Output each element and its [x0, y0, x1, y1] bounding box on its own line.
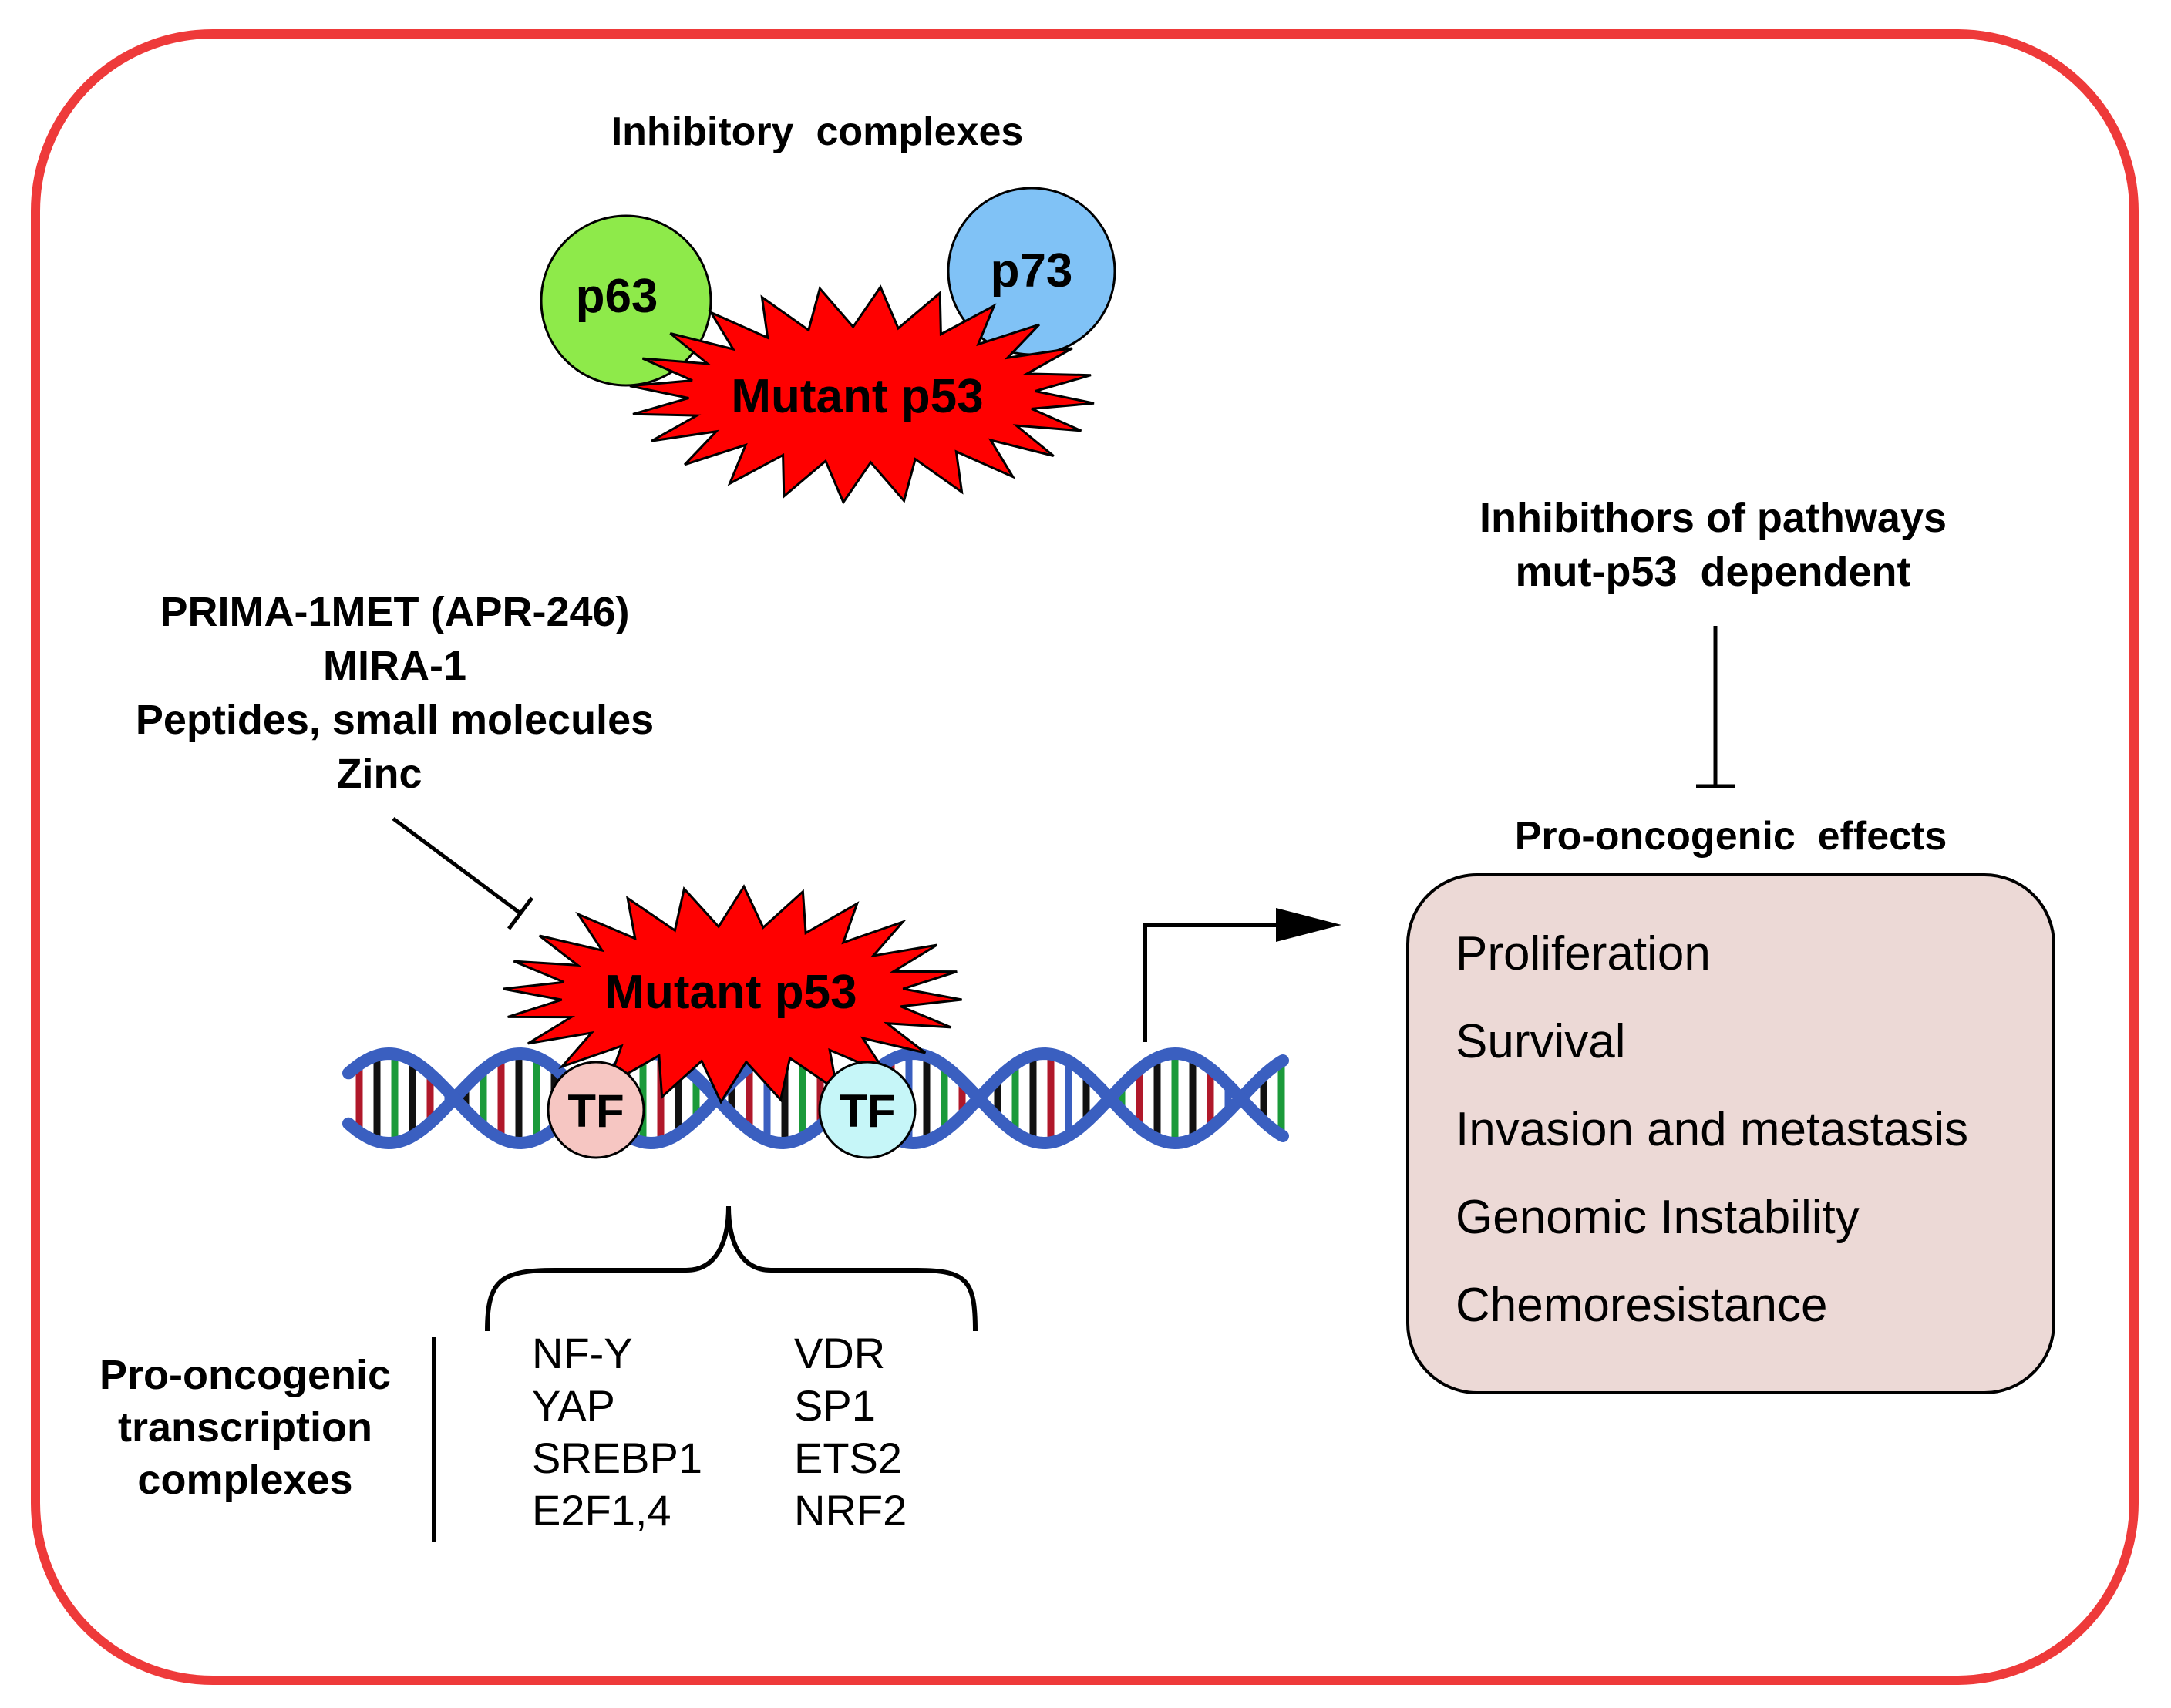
reactivator-line: PRIMA-1MET (APR-246)	[160, 589, 629, 635]
p73-label: p73	[991, 244, 1073, 298]
effect-item: Survival	[1456, 1015, 1626, 1068]
tf-right-circle	[818, 1061, 917, 1159]
pathway-inhibitors-line: Inhibithors of pathways	[1479, 495, 1947, 541]
reactivator-line: Zinc	[336, 751, 422, 797]
tf-left-circle	[547, 1061, 645, 1159]
tc-factor: ETS2	[794, 1434, 902, 1482]
reactivator-inhibition-line	[392, 816, 522, 916]
tc-title-line: complexes	[137, 1457, 352, 1503]
tc-factor: YAP	[532, 1381, 615, 1430]
tc-factor: NF-Y	[532, 1329, 633, 1377]
p63-label: p63	[576, 270, 658, 323]
effect-item: Invasion and metastasis	[1456, 1103, 1968, 1156]
effects-list: Proliferation Survival Invasion and meta…	[1456, 927, 1968, 1332]
inhibitory-complexes-title: Inhibitory complexes	[611, 109, 1024, 154]
tc-column-2: VDR SP1 ETS2 NRF2	[794, 1329, 907, 1535]
effects-box	[1406, 873, 2055, 1394]
mutant-p53-dna-label: Mutant p53	[604, 966, 857, 1019]
tc-title-line: transcription	[118, 1404, 372, 1451]
tc-column-1: NF-Y YAP SREBP1 E2F1,4	[532, 1329, 702, 1535]
effect-item: Proliferation	[1456, 927, 1711, 980]
mutant-p53-star-top	[629, 284, 1095, 505]
transcription-arrow-line	[1143, 923, 1284, 1042]
p63-circle	[540, 214, 712, 387]
tf-right-label: TF	[839, 1085, 895, 1137]
reactivator-line: MIRA-1	[323, 643, 466, 689]
dna-strand	[342, 1047, 1289, 1150]
tc-factor: SREBP1	[532, 1434, 702, 1482]
tc-factor: SP1	[794, 1381, 876, 1430]
transcription-arrow-head	[1276, 908, 1341, 942]
tc-factor: VDR	[794, 1329, 885, 1377]
effects-title: Pro-oncogenic effects	[1515, 814, 1947, 859]
tc-factor: E2F1,4	[532, 1486, 671, 1535]
reactivator-line: Peptides, small molecules	[136, 697, 654, 743]
curly-brace	[485, 1205, 978, 1332]
mutant-p53-top-label: Mutant p53	[731, 370, 983, 423]
tc-factor: NRF2	[794, 1486, 907, 1535]
tc-title-line: Pro-oncogenic	[99, 1352, 391, 1398]
reactivator-inhibition-bar	[507, 896, 533, 930]
pathway-inhibitors-line: mut-p53 dependent	[1515, 549, 1910, 595]
transcription-complexes-title: Pro-oncogenic transcription complexes	[99, 1352, 391, 1503]
effect-item: Chemoresistance	[1456, 1279, 1827, 1332]
tf-left-label: TF	[567, 1085, 624, 1137]
effect-item: Genomic Instability	[1456, 1191, 1860, 1244]
reactivators-text: PRIMA-1MET (APR-246) MIRA-1 Peptides, sm…	[136, 589, 654, 797]
